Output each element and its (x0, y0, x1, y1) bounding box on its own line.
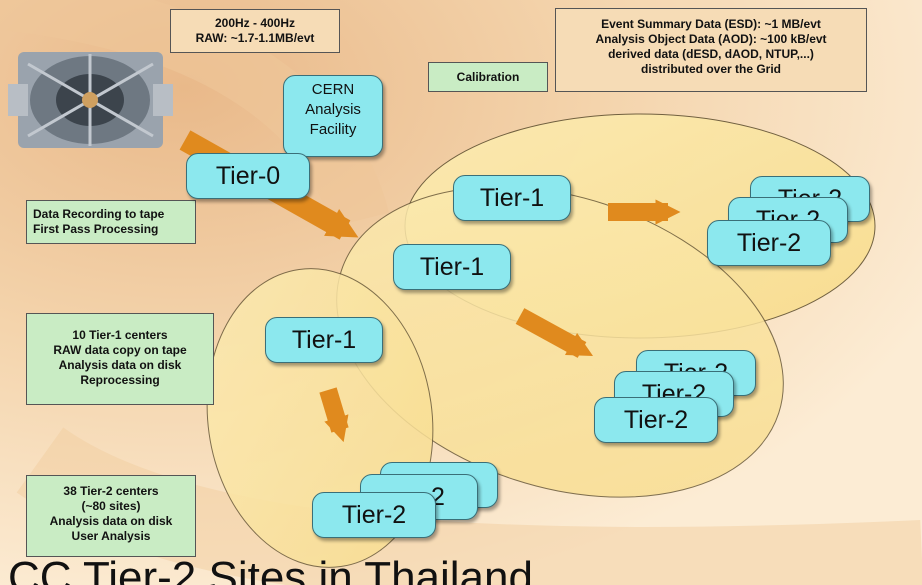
tier2-role-line: Analysis data on disk (49, 514, 173, 528)
tier1-role-line: Reprocessing (80, 373, 160, 387)
cern-analysis-facility-node: CERN Analysis Facility (283, 75, 383, 157)
tier2-node: Tier-2 (594, 397, 718, 443)
tier2-label: Tier-2 (736, 229, 802, 257)
tier2-label: Tier-2 (623, 406, 689, 434)
cern-line: Analysis (305, 101, 361, 118)
tier0-role-line: Data Recording to tape (33, 207, 165, 221)
calibration-label: Calibration (456, 70, 520, 84)
tier1-role-box: 10 Tier-1 centers RAW data copy on tape … (26, 313, 214, 405)
arrow-tier1-to-tier2-middle (515, 308, 594, 358)
cern-line: CERN (311, 81, 355, 98)
atlas-detector-image (8, 52, 173, 148)
tier2-role-line: 38 Tier-2 centers (63, 484, 159, 498)
calibration-box: Calibration (428, 62, 548, 92)
tier1-node-center: Tier-1 (393, 244, 511, 290)
data-format-line: Event Summary Data (ESD): ~1 MB/evt (601, 17, 821, 31)
tier2-node: Tier-2 (312, 492, 436, 538)
rate-info-box: 200Hz - 400Hz RAW: ~1.7-1.1MB/evt (170, 9, 340, 53)
tier2-label: Tier-2 (341, 501, 407, 529)
raw-size-line: RAW: ~1.7-1.1MB/evt (195, 31, 315, 45)
data-formats-box: Event Summary Data (ESD): ~1 MB/evt Anal… (555, 8, 867, 92)
rate-line: 200Hz - 400Hz (214, 16, 296, 30)
tier0-role-box: Data Recording to tape First Pass Proces… (26, 200, 196, 244)
data-format-line: distributed over the Grid (640, 62, 781, 76)
tier1-role-line: Analysis data on disk (58, 358, 182, 372)
tier0-label: Tier-0 (215, 162, 281, 190)
tier1-label: Tier-1 (479, 184, 545, 212)
tier2-role-line: User Analysis (71, 529, 151, 543)
tier1-role-line: 10 Tier-1 centers (72, 328, 168, 342)
tier1-label: Tier-1 (291, 326, 357, 354)
tier2-role-line: (~80 sites) (81, 499, 141, 513)
arrow-tier1-to-tier2-bottom (319, 387, 349, 443)
tier1-node-left: Tier-1 (265, 317, 383, 363)
data-format-line: Analysis Object Data (AOD): ~100 kB/evt (595, 32, 827, 46)
tier1-node-right: Tier-1 (453, 175, 571, 221)
slide-title-footer: CC Tier-2 Sites in Thailand (8, 553, 533, 585)
tier1-role-line: RAW data copy on tape (53, 343, 187, 357)
tier2-node: Tier-2 (707, 220, 831, 266)
tier0-role-line: First Pass Processing (33, 222, 159, 236)
tier1-label: Tier-1 (419, 253, 485, 281)
tier0-node: Tier-0 (186, 153, 310, 199)
tier2-role-box: 38 Tier-2 centers (~80 sites) Analysis d… (26, 475, 196, 557)
data-format-line: derived data (dESD, dAOD, NTUP,...) (608, 47, 814, 61)
cern-line: Facility (309, 121, 357, 138)
